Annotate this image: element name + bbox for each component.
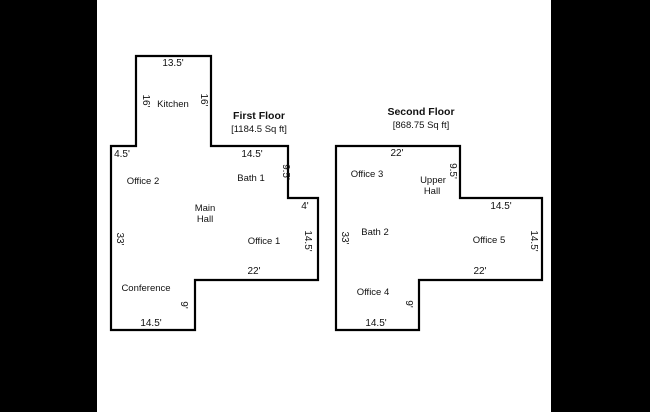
dim-bath-side: 9.5' xyxy=(280,164,291,180)
room-office-4: Office 4 xyxy=(357,287,390,298)
dim-bottom: 14.5' xyxy=(140,318,161,329)
room-main-hall-line2: Hall xyxy=(197,214,213,225)
dim-sf-left-side: 33' xyxy=(339,231,350,244)
dim-sf-top: 22' xyxy=(390,148,403,159)
room-main-hall-line1: Main xyxy=(195,203,216,214)
room-upper-hall-line2: Hall xyxy=(424,186,440,197)
dim-sf-bottom: 14.5' xyxy=(365,318,386,329)
dim-kitchen-left: 16' xyxy=(140,94,151,107)
room-office-1: Office 1 xyxy=(248,236,281,247)
room-office-5: Office 5 xyxy=(473,235,506,246)
room-kitchen: Kitchen xyxy=(157,99,189,110)
dim-left-notch: 4.5' xyxy=(114,149,130,160)
dim-sf-bottom-step: 9' xyxy=(403,300,414,308)
dim-kitchen-top: 13.5' xyxy=(162,58,183,69)
dim-sf-mid-top: 14.5' xyxy=(490,201,511,212)
dim-sf-mid-width: 22' xyxy=(473,266,486,277)
second-floor-title: Second Floor xyxy=(387,106,454,118)
room-office-3: Office 3 xyxy=(351,169,384,180)
dim-sf-right-side: 14.5' xyxy=(528,230,539,251)
first-floor-outline xyxy=(109,54,320,332)
room-bath-1: Bath 1 xyxy=(237,173,264,184)
room-office-2: Office 2 xyxy=(127,176,160,187)
dim-right-side: 14.5' xyxy=(302,230,313,251)
room-bath-2: Bath 2 xyxy=(361,227,388,238)
dim-kitchen-right: 16' xyxy=(198,93,209,106)
dim-step: 4' xyxy=(301,201,309,212)
room-upper-hall-line1: Upper xyxy=(420,175,446,186)
second-floor-area: [868.75 Sq ft] xyxy=(393,120,450,131)
room-conference: Conference xyxy=(121,283,170,294)
dim-mid-top: 14.5' xyxy=(241,149,262,160)
first-floor-title: First Floor xyxy=(233,110,285,122)
floor-plan-sheet xyxy=(97,0,551,412)
first-floor-area: [1184.5 Sq ft] xyxy=(231,124,287,135)
second-floor-outline xyxy=(334,144,544,332)
dim-bottom-step: 9' xyxy=(178,301,189,309)
dim-mid-width: 22' xyxy=(247,266,260,277)
dim-left-side: 33' xyxy=(114,232,125,245)
dim-sf-hall-side: 9.5' xyxy=(447,163,458,179)
